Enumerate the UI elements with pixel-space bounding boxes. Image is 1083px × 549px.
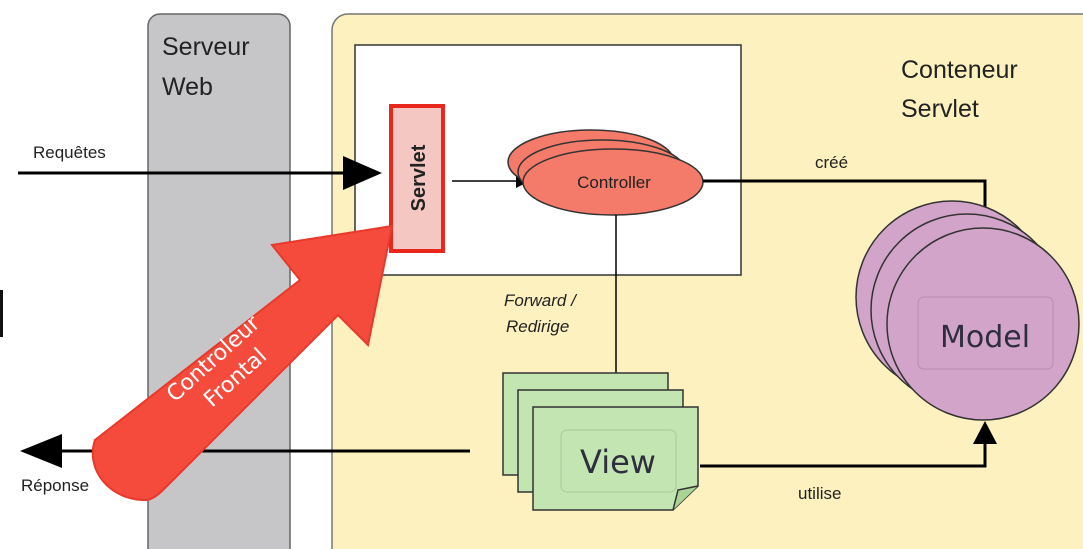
callout-arrow-shape	[91, 224, 394, 502]
web-server-title-line1: Serveur	[162, 33, 250, 61]
left-edge-marker	[0, 290, 3, 337]
requests-label: Requêtes	[33, 143, 106, 162]
forward-label-line2: Redirige	[506, 317, 569, 336]
model-label-box	[917, 296, 1054, 370]
servlet-box	[389, 104, 445, 253]
servlet-label: Servlet	[408, 144, 430, 211]
requests-arrowhead	[343, 156, 382, 190]
view-label-box	[560, 429, 677, 493]
use-arrowhead	[973, 421, 997, 444]
model-label: Model	[940, 320, 1030, 355]
web-server-title-line2: Web	[162, 73, 213, 101]
view-doc-fold	[672, 485, 699, 511]
response-label: Réponse	[21, 476, 89, 495]
view-label: View	[580, 443, 656, 481]
use-label: utilise	[798, 484, 841, 503]
controller-label: Controller	[577, 173, 651, 192]
response-arrowhead	[20, 434, 62, 468]
create-label: créé	[815, 153, 848, 172]
container-title-line2: Servlet	[901, 95, 979, 123]
forward-label-line1: Forward /	[504, 291, 578, 310]
container-title-line1: Conteneur	[901, 56, 1018, 84]
use-arrow	[700, 438, 987, 468]
